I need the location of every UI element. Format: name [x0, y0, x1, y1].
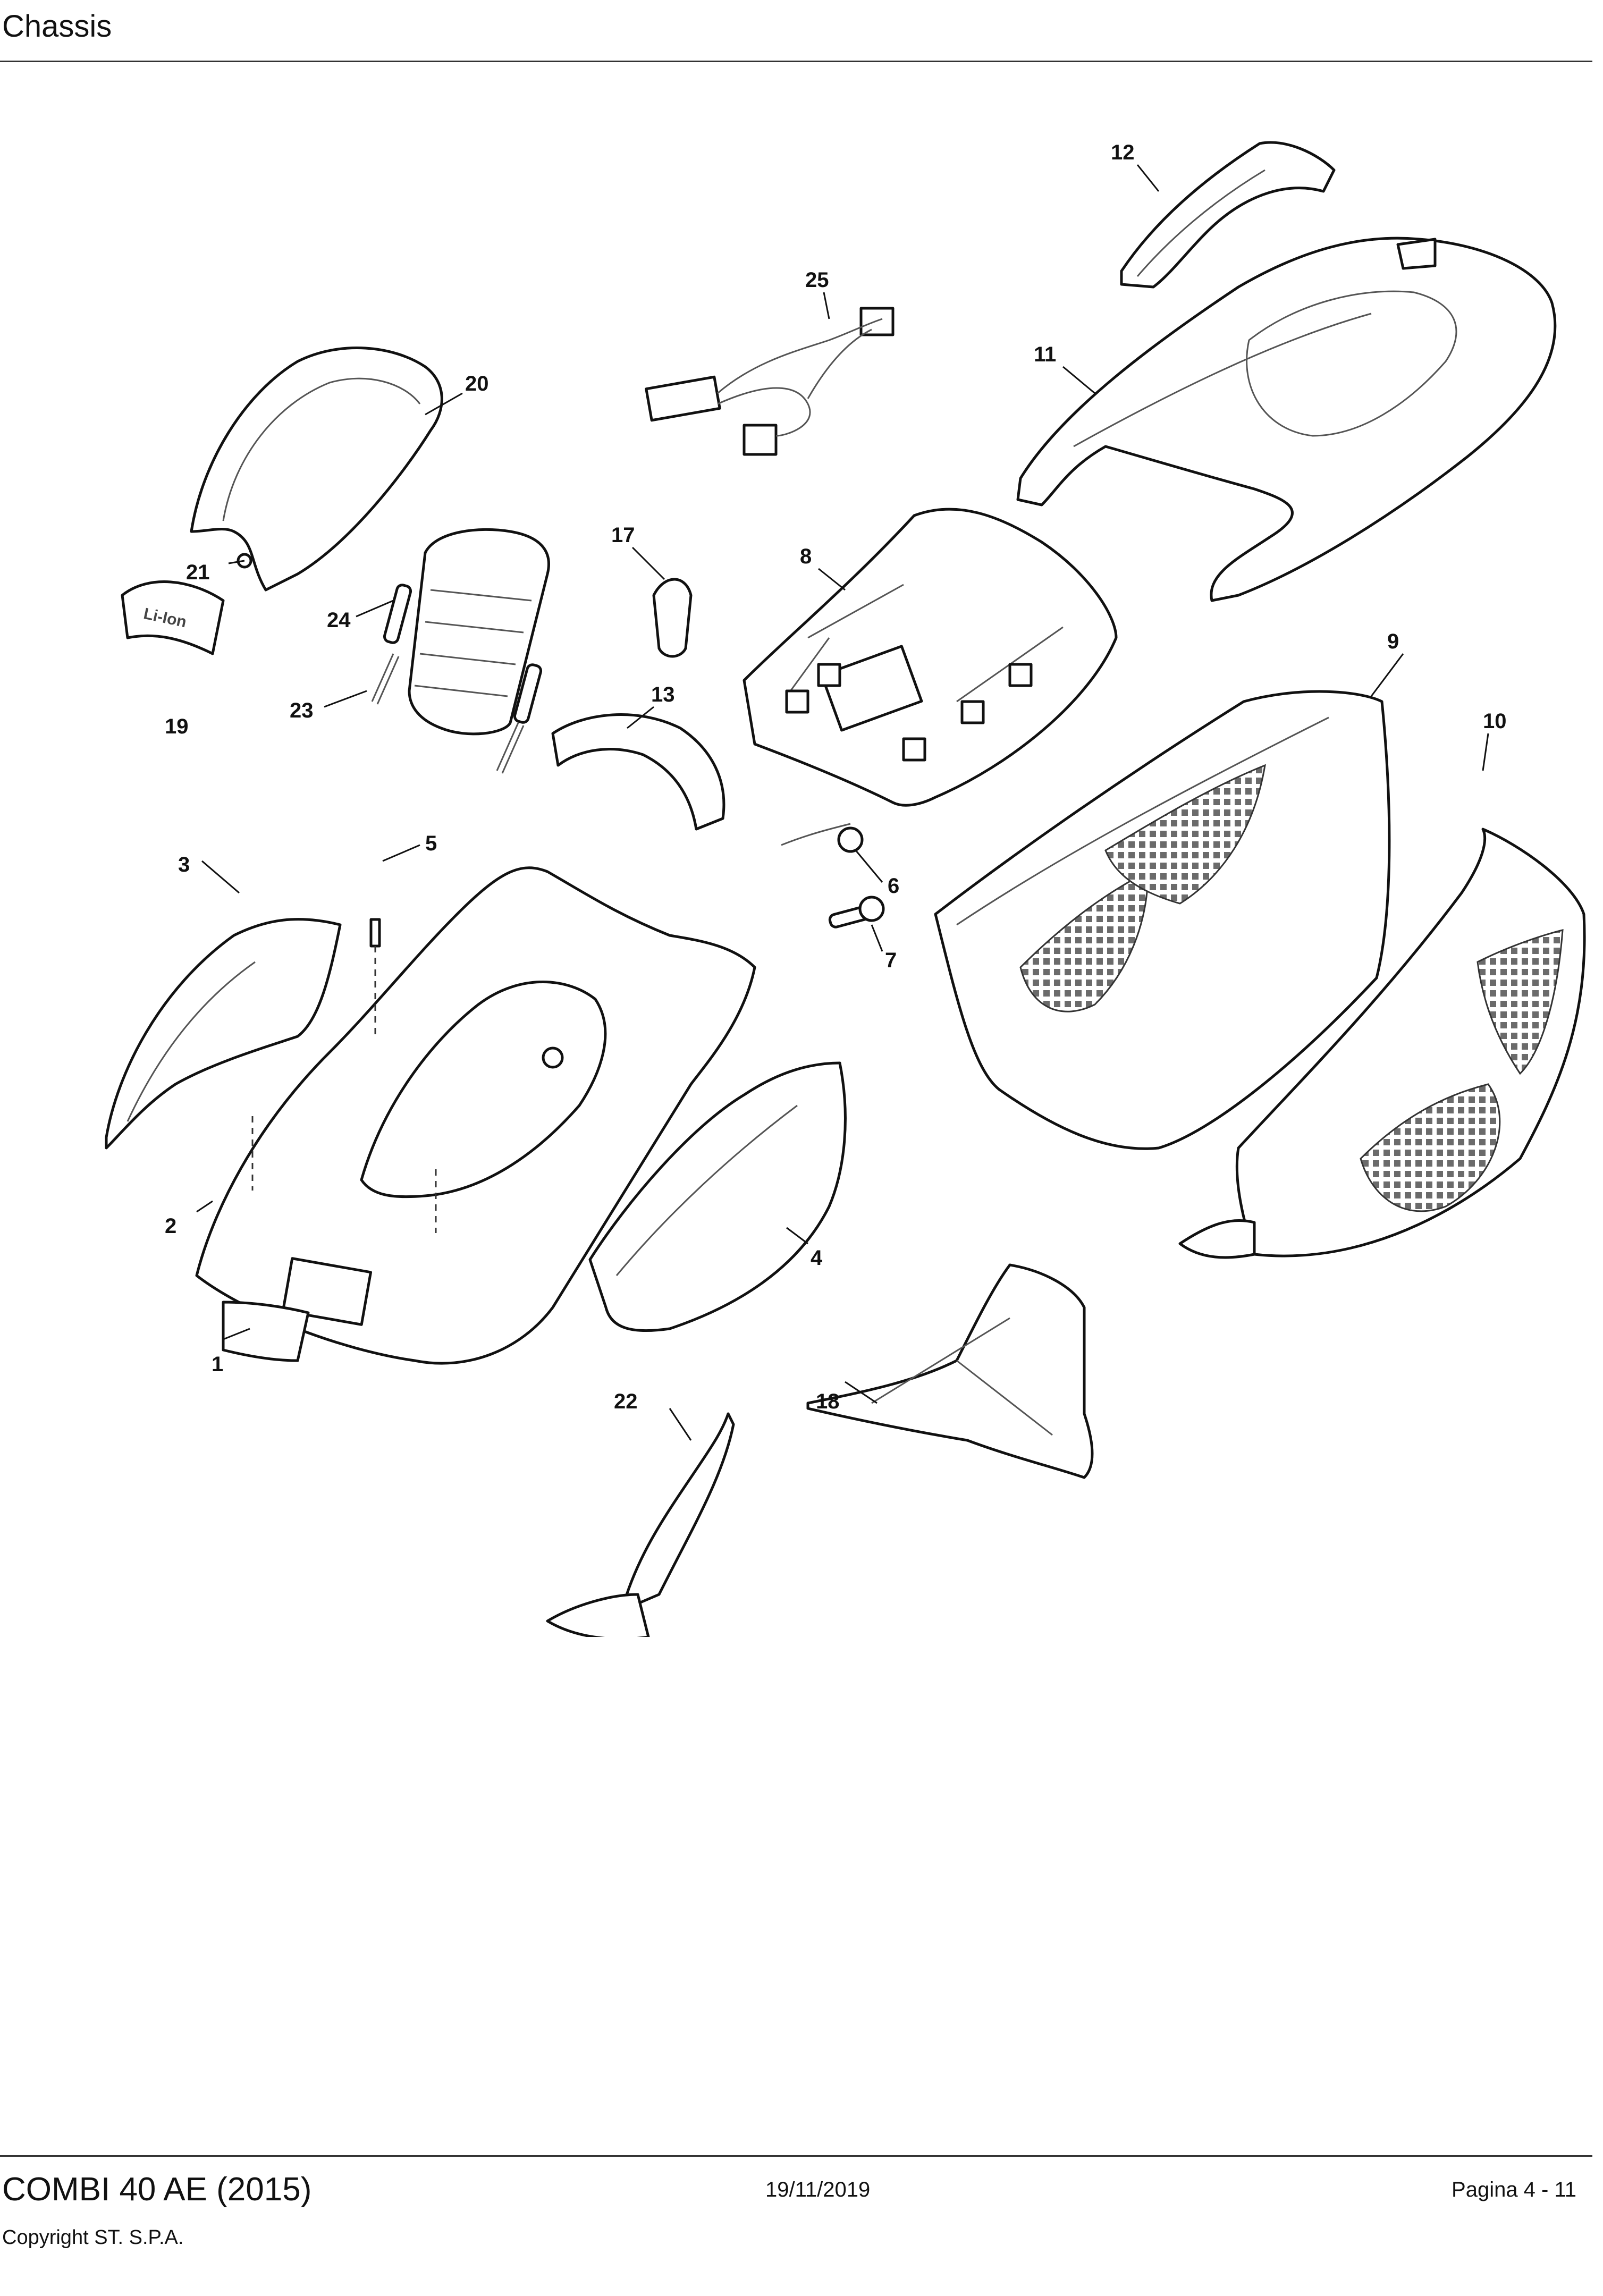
- part-12-handle-grip: [1120, 141, 1336, 289]
- part-11-grass-box-lid: [1016, 237, 1557, 602]
- callout-24: 24: [327, 609, 351, 632]
- part-5-screw: [369, 918, 381, 948]
- part-10-grass-box-base: [1178, 828, 1586, 1259]
- callout-20: 20: [465, 372, 489, 395]
- battery-pack: [408, 528, 550, 736]
- assembly-lines: [251, 946, 437, 1233]
- exploded-parts-diagram: Li-Ion: [105, 141, 1586, 1637]
- callout-5: 5: [425, 832, 437, 855]
- part-17-safety-key: [652, 578, 693, 658]
- callout-19: 19: [165, 715, 189, 738]
- copyright-notice: Copyright ST. S.P.A.: [2, 2226, 184, 2249]
- callout-1: 1: [212, 1353, 223, 1376]
- page-number: Pagina 4 - 11: [1452, 2178, 1576, 2201]
- callout-2: 2: [165, 1214, 176, 1238]
- part-19-li-ion-badge: Li-Ion: [121, 580, 225, 655]
- callout-8: 8: [800, 545, 812, 568]
- part-1-front-cap: [222, 1301, 310, 1362]
- callout-21: 21: [186, 561, 210, 584]
- callout-25: 25: [805, 268, 829, 292]
- part-22-ground-stand: [546, 1412, 735, 1637]
- callout-labels: 12 11 25 20 21 17 8 24 19 23 13 9 10 3 5…: [165, 141, 1507, 1413]
- callout-22: 22: [614, 1390, 638, 1413]
- part-2-main-chassis: [195, 866, 756, 1365]
- part-18-deflector: [806, 1263, 1094, 1479]
- callout-12: 12: [1111, 141, 1135, 164]
- callout-13: 13: [651, 683, 675, 706]
- part-23-spring: [371, 653, 525, 774]
- header-divider: [0, 61, 1592, 62]
- part-9-grass-box: [934, 690, 1391, 1150]
- model-name: COMBI 40 AE (2015): [2, 2171, 312, 2208]
- callout-6: 6: [888, 874, 899, 898]
- leader-lines: [196, 164, 1489, 1441]
- callout-10: 10: [1483, 710, 1507, 733]
- document-date: 19/11/2019: [765, 2178, 871, 2201]
- callout-4: 4: [811, 1246, 823, 1270]
- part-25-wiring-harness: [645, 307, 895, 456]
- part-20-battery-cover: [190, 347, 443, 592]
- callout-3: 3: [178, 853, 190, 876]
- part-4-right-side-cover: [588, 1061, 847, 1332]
- callout-7: 7: [885, 949, 897, 972]
- part-6-torsion-spring: [781, 823, 864, 853]
- page-title: Chassis: [2, 9, 112, 44]
- callout-23: 23: [290, 699, 314, 722]
- part-8-control-panel: [743, 508, 1118, 807]
- part-3-left-side-cover: [105, 918, 342, 1150]
- callout-11: 11: [1034, 343, 1056, 366]
- callout-18: 18: [816, 1390, 840, 1413]
- footer-divider: [0, 2155, 1592, 2157]
- callout-9: 9: [1387, 630, 1399, 653]
- part-13-carry-handle: [551, 713, 725, 831]
- part-24-bolt: [383, 584, 543, 724]
- callout-17: 17: [611, 524, 635, 547]
- part-7-pin: [828, 896, 885, 928]
